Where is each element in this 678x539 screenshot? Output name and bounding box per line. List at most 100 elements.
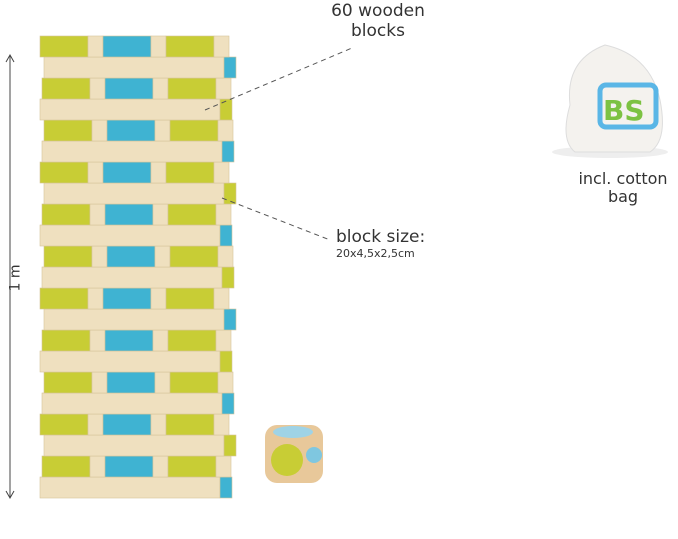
height-arrow [5, 53, 15, 500]
block-end [39, 161, 89, 184]
cotton-bag: BS [552, 44, 668, 158]
height-label: 1 m [7, 264, 24, 292]
block-side [213, 413, 230, 436]
block-size-title: block size: [336, 227, 426, 247]
plank-end [219, 224, 233, 247]
block-side [87, 413, 104, 436]
block-end [106, 245, 156, 268]
block-side [87, 35, 104, 58]
block-side [215, 77, 232, 100]
block-end [167, 77, 217, 100]
cotton-bag-label: incl. cotton bag [578, 169, 668, 207]
block-side [87, 161, 104, 184]
plank-end [219, 476, 233, 499]
block-side [152, 329, 169, 352]
block-side [217, 371, 234, 394]
plank-end [221, 392, 235, 415]
block-end [104, 455, 154, 478]
plank-side [39, 350, 221, 373]
plank-end [223, 182, 237, 205]
block-side [89, 203, 106, 226]
plank-end [223, 56, 237, 79]
block-end [169, 245, 219, 268]
leader-line-size [221, 197, 331, 241]
block-end [39, 413, 89, 436]
block-side [89, 455, 106, 478]
wooden-tower [39, 35, 237, 499]
block-end [102, 35, 152, 58]
block-end [41, 329, 91, 352]
block-end [106, 371, 156, 394]
block-side [213, 161, 230, 184]
block-side [152, 455, 169, 478]
block-end [102, 413, 152, 436]
plank-side [41, 266, 223, 289]
plank-end [221, 266, 235, 289]
block-end [102, 161, 152, 184]
bag-logo: BS [603, 94, 645, 127]
block-side [150, 161, 167, 184]
block-side [154, 119, 171, 142]
block-size-value: 20x4,5x2,5cm [336, 246, 415, 260]
block-side [150, 287, 167, 310]
block-side [150, 35, 167, 58]
block-end [41, 203, 91, 226]
block-side [215, 203, 232, 226]
block-side [152, 203, 169, 226]
plank-side [43, 182, 225, 205]
block-end [104, 203, 154, 226]
plank-end [219, 98, 233, 121]
block-end [106, 119, 156, 142]
block-side [217, 245, 234, 268]
block-side [215, 455, 232, 478]
block-side [154, 245, 171, 268]
block-end [39, 35, 89, 58]
block-side [89, 77, 106, 100]
block-side [150, 413, 167, 436]
block-end [41, 455, 91, 478]
block-side [87, 287, 104, 310]
block-end [167, 329, 217, 352]
block-end [41, 77, 91, 100]
block-end [43, 371, 93, 394]
plank-end [223, 308, 237, 331]
block-size-label: block size: 20x4,5x2,5cm [336, 227, 426, 260]
block-side [213, 287, 230, 310]
plank-side [39, 224, 221, 247]
blocks-count-label: 60 wooden blocks [331, 1, 425, 41]
block-end [165, 161, 215, 184]
dice [265, 425, 323, 483]
block-end [104, 329, 154, 352]
block-side [91, 119, 108, 142]
block-side [154, 371, 171, 394]
block-end [167, 203, 217, 226]
block-side [217, 119, 234, 142]
plank-side [43, 56, 225, 79]
plank-side [41, 140, 223, 163]
plank-side [43, 308, 225, 331]
plank-side [41, 392, 223, 415]
plank-end [219, 350, 233, 373]
block-side [91, 245, 108, 268]
block-end [167, 455, 217, 478]
block-end [165, 35, 215, 58]
block-side [152, 77, 169, 100]
plank-side [39, 476, 221, 499]
block-end [102, 287, 152, 310]
block-end [104, 77, 154, 100]
block-end [169, 119, 219, 142]
block-end [43, 245, 93, 268]
block-end [43, 119, 93, 142]
plank-side [39, 98, 221, 121]
plank-end [223, 434, 237, 457]
block-side [91, 371, 108, 394]
block-end [39, 287, 89, 310]
block-end [165, 413, 215, 436]
block-end [169, 371, 219, 394]
plank-side [43, 434, 225, 457]
plank-end [221, 140, 235, 163]
block-end [165, 287, 215, 310]
block-side [215, 329, 232, 352]
block-side [89, 329, 106, 352]
